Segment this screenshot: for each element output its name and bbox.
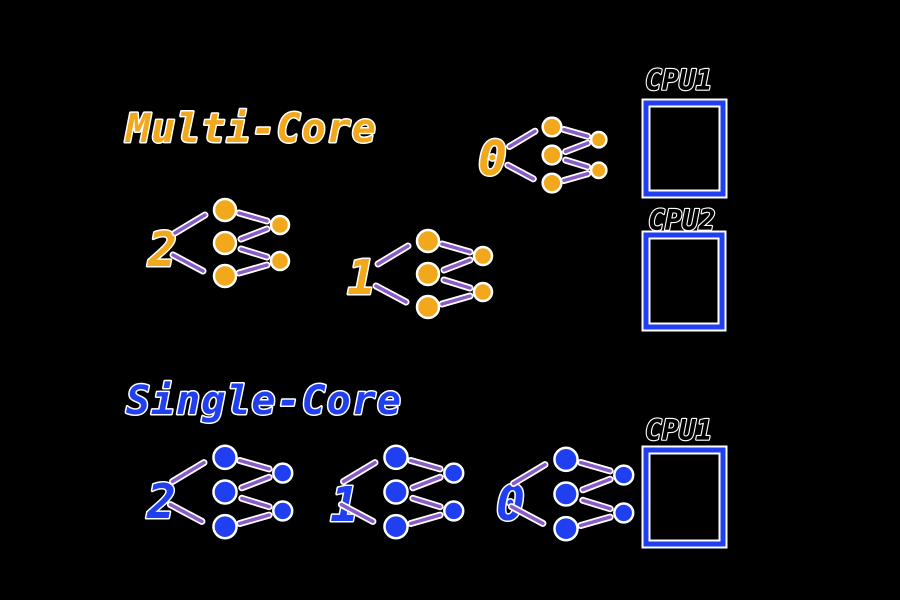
multi-core-task-0-digit: 0 [478,131,507,187]
task-node [613,502,635,524]
connector-dash [562,127,590,139]
task-node [443,462,465,484]
task-node [212,230,238,256]
multi-core-cpu1-box [641,98,728,199]
task-node [589,161,608,180]
connector-dash [240,496,271,509]
task-node [472,245,494,267]
task-node [541,116,563,138]
task-node [472,281,494,303]
task-node [269,214,291,236]
single-core-cpu1-box [641,445,728,549]
task-node [272,462,294,484]
multi-core-title: Multi-Core [124,106,377,152]
task-node [415,261,441,287]
single-core-task-2: 2 [145,444,294,540]
connector-dash [171,253,205,273]
connector-dash [374,284,408,304]
multi-core-task-1: 1 [346,228,494,320]
connector-dash [581,498,612,511]
connector-dash [339,502,375,524]
task-node [212,197,238,223]
connector-dash [239,247,269,259]
single-core-task-1: 1 [329,444,465,540]
connector-dash [376,244,410,266]
task-node [269,250,291,272]
task-node [212,444,238,471]
connector-dash [581,477,612,492]
task-node [383,479,409,505]
connector-dash [239,227,269,241]
connector-dash [509,504,545,526]
task-node [541,172,563,194]
connector-dash [562,171,590,183]
single-core-task-0: 0 [495,446,635,542]
task-node [383,444,409,471]
multi-core-cpu1-label: CPU1 [645,64,712,97]
connector-dash [237,458,271,471]
multi-core-cpu2-box [641,230,727,332]
multi-core-cpu2-box-fill [643,232,725,330]
connector-dash [408,513,442,526]
connector-dash [442,278,472,290]
connector-dash [168,502,204,524]
task-node [212,263,238,289]
multi-core-task-1-digit: 1 [347,250,376,306]
connector-dash [237,263,269,275]
task-node [415,294,441,320]
task-node [553,446,579,473]
multi-core-task-2-digit: 2 [147,222,177,278]
single-core-cpu1-label: CPU1 [645,414,712,447]
task-node [553,481,579,507]
connector-dash [411,496,442,509]
connector-dash [563,141,590,154]
task-node [272,500,294,522]
connector-dash [237,513,271,526]
connector-dash [440,294,472,306]
connector-dash [578,460,612,473]
task-node [383,513,409,540]
connector-dash [511,462,547,486]
task-node [613,464,635,486]
connector-dash [240,475,271,490]
multi-core-cpu1-box-fill [643,100,726,197]
single-core-title: Single-Core [126,378,402,424]
connector-dash [408,458,442,471]
connector-dash [578,515,612,528]
task-node [553,515,579,542]
connector-dash [563,158,590,169]
task-node [443,500,465,522]
connector-dash [170,460,206,484]
connector-dash [440,242,472,254]
task-node [212,479,238,505]
connector-dash [341,460,377,484]
multi-core-task-0: 0 [477,116,608,194]
task-node [589,130,608,149]
multi-core-task-2: 2 [146,197,291,289]
connector-dash [237,211,269,223]
connector-dash [173,213,207,235]
single-core-cpu1-box-fill [643,447,726,547]
connector-dash [411,475,442,490]
connector-dash [506,163,536,181]
connector-dash [442,258,472,272]
connector-dash [507,129,537,149]
task-node [415,228,441,254]
task-node [541,144,563,166]
task-node [212,513,238,540]
